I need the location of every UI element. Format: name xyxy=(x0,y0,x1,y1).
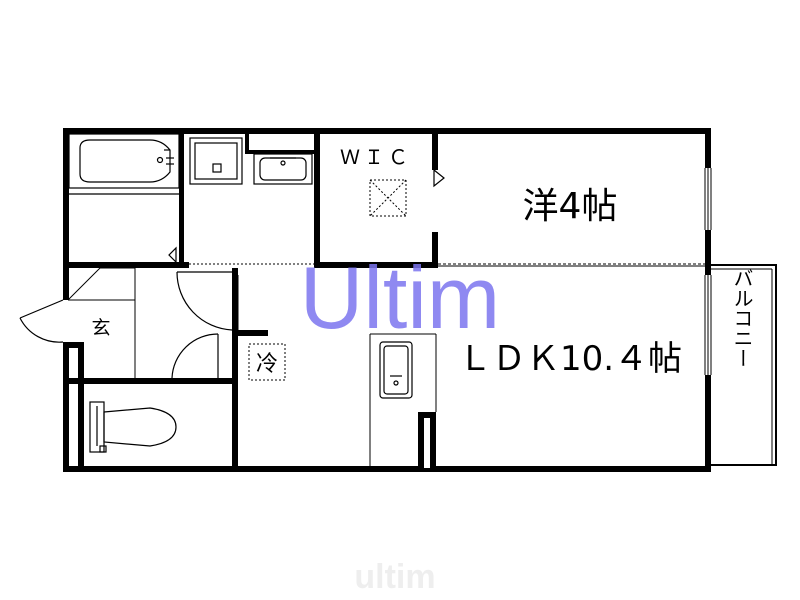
toilet-icon xyxy=(89,401,177,453)
wic-storage-icon xyxy=(369,179,407,217)
thin-lines xyxy=(67,263,705,466)
interior-walls xyxy=(63,128,438,472)
balcony-label: バルコニー xyxy=(730,268,754,368)
wash-basin-icon xyxy=(253,153,313,185)
entrance-label: 玄 xyxy=(91,317,110,339)
western-room-label: 洋4帖 xyxy=(523,186,618,227)
windows xyxy=(704,168,712,375)
watermark-footer: ultim xyxy=(354,558,435,596)
fridge-label: 冷 xyxy=(256,352,278,377)
fridge-space-icon xyxy=(248,343,286,381)
ldk-label: ＬＤＫ10.４帖 xyxy=(458,339,682,379)
watermark-main: Ultim xyxy=(300,248,500,347)
bathtub-icon xyxy=(68,133,180,195)
doors xyxy=(19,168,445,379)
kitchen-sink-icon xyxy=(379,341,413,399)
washing-machine-pan-icon xyxy=(189,137,243,185)
wic-label: ＷＩＣ xyxy=(340,145,412,169)
